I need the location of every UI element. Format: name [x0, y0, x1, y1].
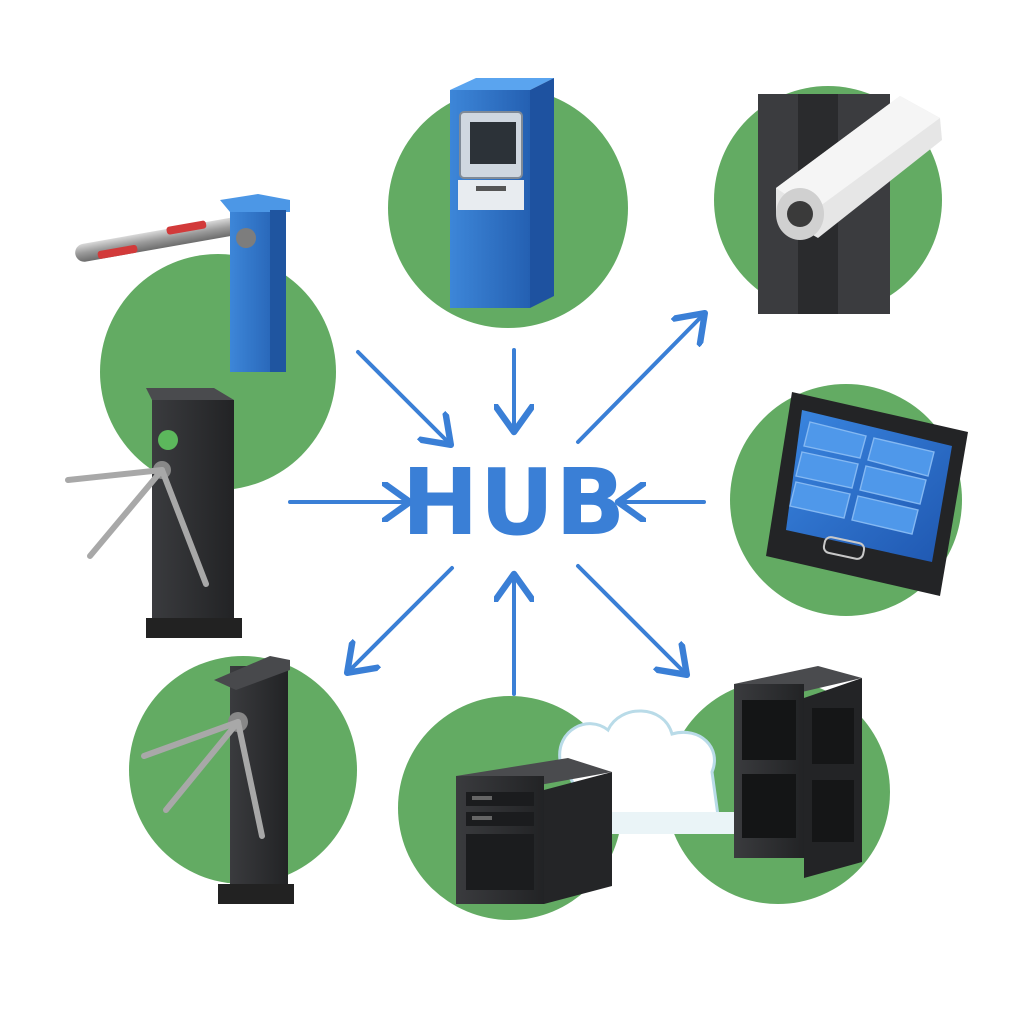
turnstile-icon: [65, 388, 242, 638]
tablet-icon: [766, 392, 968, 596]
kiosk-icon: [450, 78, 554, 308]
hub-label: HUB: [402, 449, 627, 556]
arrow-hub-to-rack: [576, 564, 684, 672]
arrow-hub-to-camera: [576, 316, 702, 444]
server-icon: [456, 758, 612, 904]
server-rack-icon: [734, 666, 862, 878]
arrow-barrier-to-hub: [356, 350, 448, 442]
barrier-gate-icon: [75, 194, 290, 372]
turnstile-post-icon: [141, 656, 294, 904]
arrows: [288, 316, 704, 696]
camera-icon: [758, 94, 942, 314]
arrow-hub-to-turnstile-post: [350, 566, 454, 670]
